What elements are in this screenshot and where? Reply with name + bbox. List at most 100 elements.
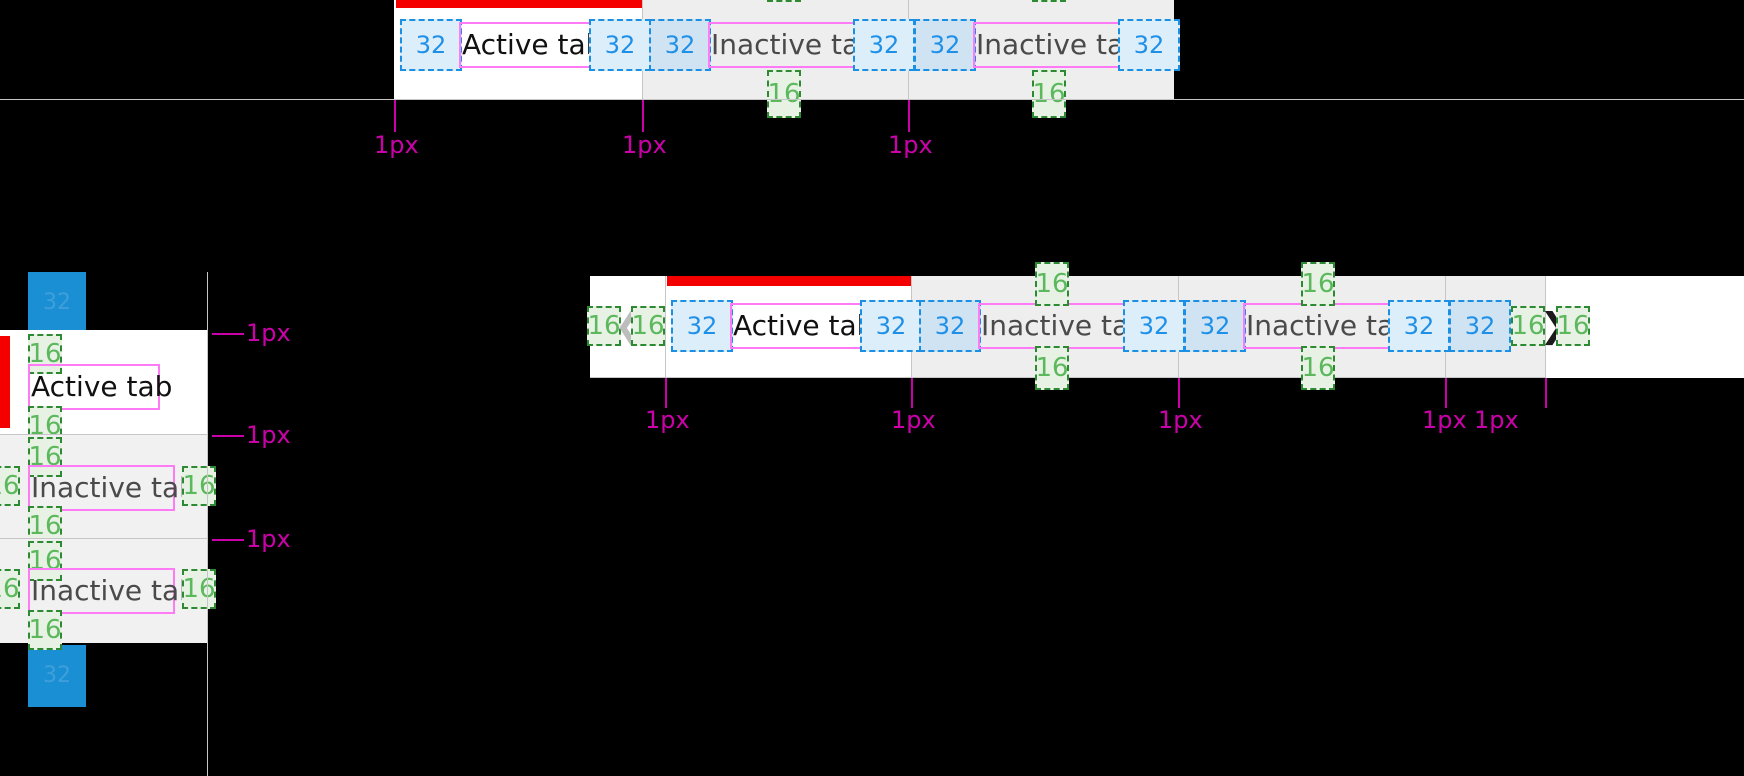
spacing-value: 16 (182, 574, 216, 604)
spacing-value: 32 (929, 31, 961, 59)
spacing-pad-top: 16 (1032, 0, 1066, 2)
spacing-pad-left: 32 (671, 300, 733, 352)
spacing-value: 16 (587, 311, 621, 341)
spacing-value: 32 (934, 312, 966, 340)
tab-label: Inactive tab (1246, 309, 1412, 342)
spacing-chip: 32 (28, 272, 86, 334)
spacing-value: 16 (1511, 311, 1545, 341)
tab-label-box[interactable]: Active tab (28, 364, 172, 410)
spacing-pad-top: 16 (28, 541, 62, 581)
spacing-value: 16 (1301, 269, 1335, 299)
active-tab-indicator (396, 0, 642, 8)
spacing-pad-left: 32 (914, 19, 976, 71)
measure-tick (908, 100, 910, 132)
spacing-value: 16 (631, 311, 665, 341)
spacing-pad-top: 16 (28, 334, 62, 374)
spacing-pad-top: 16 (767, 0, 801, 2)
tab-label: Inactive tab (976, 28, 1142, 61)
measure-tick (212, 435, 244, 437)
tab-label: Active tab (31, 370, 173, 403)
spacing-value: 16 (28, 511, 62, 541)
spacing-pad-bottom: 16 (1032, 70, 1066, 118)
measure-tick (212, 539, 244, 541)
spacing-value: 16 (1556, 311, 1590, 341)
measure-label: 1px (246, 421, 291, 449)
tab-label: Inactive tab (981, 309, 1147, 342)
spacing-pad-right: 32 (860, 300, 922, 352)
spacing-value: 32 (604, 31, 636, 59)
measure-label: 1px (374, 131, 419, 159)
measure-tick (1545, 378, 1547, 408)
spacing-value: 32 (875, 312, 907, 340)
spacing-pad-top: 16 (1035, 262, 1069, 306)
tab-label: Active tab (733, 309, 875, 342)
spacing-value: 16 (1035, 353, 1069, 383)
spacing-pad-bottom: 16 (767, 70, 801, 118)
spacing-value: 32 (415, 31, 447, 59)
spacing-pad-right: 32 (1123, 300, 1185, 352)
spacing-pad-right: 32 (853, 19, 915, 71)
spacing-value: 16 (0, 574, 20, 604)
tab-label-box[interactable]: Inactive tab (708, 22, 877, 68)
tab-label: Inactive tab (711, 28, 877, 61)
measure-label: 1px (645, 406, 690, 434)
spacing-pad-right: 32 (1118, 19, 1180, 71)
tab-label: Inactive tab (31, 574, 197, 607)
spacing-value: 32 (1199, 312, 1231, 340)
measure-label: 1px (622, 131, 667, 159)
tab-label-box[interactable]: Inactive tab (28, 568, 197, 614)
spacing-pad-left: 16 (0, 569, 20, 609)
spacing-pad-bottom: 16 (1301, 346, 1335, 390)
tab-label-box[interactable]: Inactive tab (28, 465, 197, 511)
measure-label: 1px (891, 406, 936, 434)
spacing-value: 32 (1403, 312, 1435, 340)
scroll-right-divider (1545, 276, 1546, 378)
spacing-pad-left: 32 (919, 300, 981, 352)
spacing-value: 32 (1133, 31, 1165, 59)
spacing-value: 32 (1138, 312, 1170, 340)
horizontal-tab-bar-top: 32 Active tab 32 32 Inactive tab 16 16 3… (394, 0, 1180, 118)
panel-edge-rule (207, 272, 208, 776)
spacing-value: 16 (1301, 353, 1335, 383)
measure-tick (665, 378, 667, 408)
measure-tick (212, 333, 244, 335)
measure-label: 1px (1474, 406, 1519, 434)
tab-divider (0, 434, 208, 435)
spacing-pad-left: 32 (1449, 300, 1511, 352)
spacing-pad-right: 16 (1556, 306, 1590, 346)
measure-tick (1445, 378, 1447, 408)
tab-label-box[interactable]: Active tab (730, 303, 874, 349)
tab-label-box[interactable]: Active tab (459, 22, 603, 68)
active-tab-indicator (667, 276, 911, 286)
measure-label: 1px (1158, 406, 1203, 434)
active-tab-indicator (0, 336, 10, 428)
spacing-value: 16 (0, 471, 20, 501)
spacing-value: 16 (1032, 79, 1066, 109)
measure-tick (642, 100, 644, 132)
spacing-pad-left: 32 (400, 19, 462, 71)
spacing-value: 16 (28, 615, 62, 645)
spacing-pad-left: 16 (0, 466, 20, 506)
tab-label: Active tab (462, 28, 604, 61)
spacing-pad-left: 32 (1184, 300, 1246, 352)
spacing-pad-left: 16 (587, 306, 621, 346)
spacing-value: 32 (1464, 312, 1496, 340)
tab-divider (0, 538, 208, 539)
tab-label-box[interactable]: Inactive tab (1243, 303, 1412, 349)
spacing-pad-left: 16 (1511, 306, 1545, 346)
measure-tick (1178, 378, 1180, 408)
tab-label-box[interactable]: Inactive tab (973, 22, 1142, 68)
spacing-value: 16 (182, 471, 216, 501)
spacing-chip: 32 (28, 645, 86, 707)
spacing-pad-right: 32 (1388, 300, 1450, 352)
horizontal-tab-bar-scrollable: 16 ❮ 16 32 Active tab 32 32 Inactive tab… (587, 262, 1744, 390)
spacing-pad-right: 32 (589, 19, 651, 71)
measure-label: 1px (1422, 406, 1467, 434)
vertical-tab-list: 16 Active tab 16 16 16 Inactive tab 16 1… (0, 330, 216, 676)
measure-tick (394, 100, 396, 132)
tab-label: Inactive tab (31, 471, 197, 504)
scroll-left-divider (665, 276, 666, 378)
tab-label-box[interactable]: Inactive tab (978, 303, 1147, 349)
spacing-pad-bottom: 16 (1035, 346, 1069, 390)
